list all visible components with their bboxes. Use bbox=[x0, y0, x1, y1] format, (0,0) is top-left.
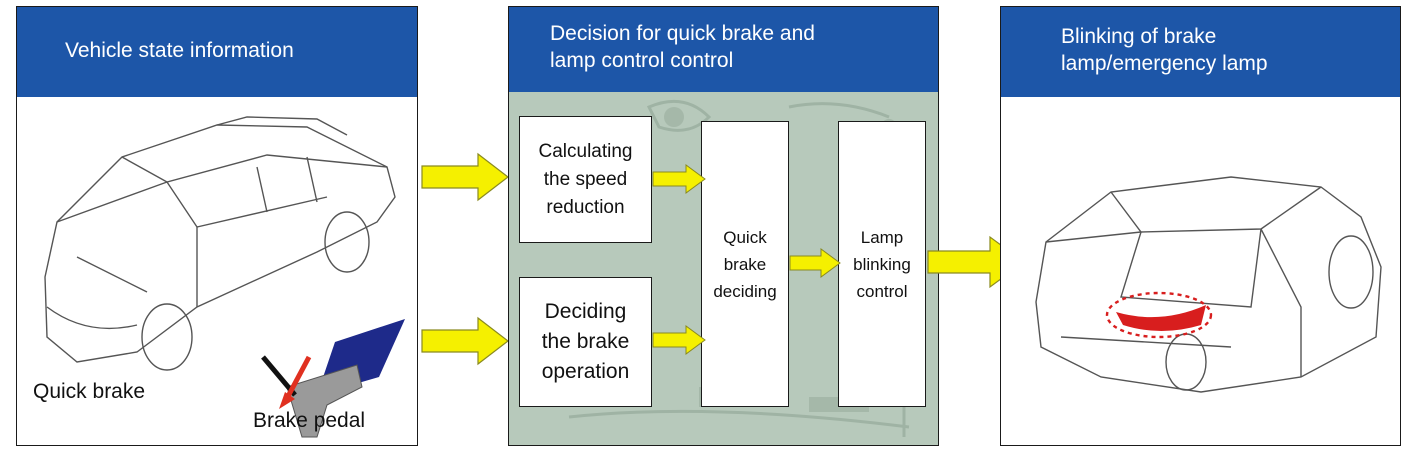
speed-box-line2: the speed bbox=[543, 168, 628, 190]
arrow-to-brake bbox=[421, 316, 509, 366]
lamp-box-line3: control bbox=[856, 281, 908, 301]
lamp-blinking-control-box: Lamp blinking control bbox=[838, 121, 926, 407]
vehicle-state-title: Vehicle state information bbox=[65, 39, 294, 62]
brake-lamp-highlight-circle bbox=[1105, 291, 1213, 339]
quick-box-line1: Quick bbox=[723, 227, 767, 247]
brake-box-line1: Deciding bbox=[544, 300, 627, 323]
brake-box-line3: operation bbox=[541, 360, 630, 383]
vehicle-state-header: Vehicle state information bbox=[17, 7, 417, 97]
brake-pedal-label: Brake pedal bbox=[253, 409, 366, 432]
quick-box-line3: deciding bbox=[713, 281, 777, 301]
arrow-to-speed bbox=[421, 152, 509, 202]
lamp-title-line1: Blinking of brake bbox=[1061, 25, 1217, 48]
decision-header: Decision for quick brake and lamp contro… bbox=[509, 7, 938, 92]
brake-operation-box: Deciding the brake operation bbox=[519, 277, 652, 407]
lamp-box-line1: Lamp bbox=[860, 227, 904, 247]
speed-box-line1: Calculating bbox=[538, 140, 633, 162]
suv-rear-illustration bbox=[1035, 176, 1382, 393]
quick-brake-deciding-box: Quick brake deciding bbox=[701, 121, 789, 407]
brake-lamp bbox=[1116, 305, 1206, 331]
quick-brake-label: Quick brake bbox=[33, 380, 146, 403]
decision-title-line2: lamp control control bbox=[550, 49, 734, 72]
brake-pedal-illustration bbox=[261, 319, 405, 438]
speed-box-line3: reduction bbox=[546, 196, 625, 218]
lamp-blinking-header: Blinking of brake lamp/emergency lamp bbox=[1001, 7, 1400, 97]
lamp-blinking-panel: Blinking of brake lamp/emergency lamp bbox=[1000, 6, 1401, 446]
speed-reduction-box: Calculating the speed reduction bbox=[519, 116, 652, 243]
suv-front-illustration bbox=[44, 116, 396, 371]
decision-title-line1: Decision for quick brake and bbox=[550, 22, 815, 45]
quick-box-line2: brake bbox=[723, 254, 767, 274]
vehicle-state-panel: Vehicle state information Quick brake Br… bbox=[16, 6, 418, 446]
brake-box-line2: the brake bbox=[541, 330, 630, 353]
lamp-title-line2: lamp/emergency lamp bbox=[1061, 52, 1268, 75]
lamp-box-line2: blinking bbox=[853, 254, 911, 274]
decision-panel: Decision for quick brake and lamp contro… bbox=[508, 6, 939, 446]
